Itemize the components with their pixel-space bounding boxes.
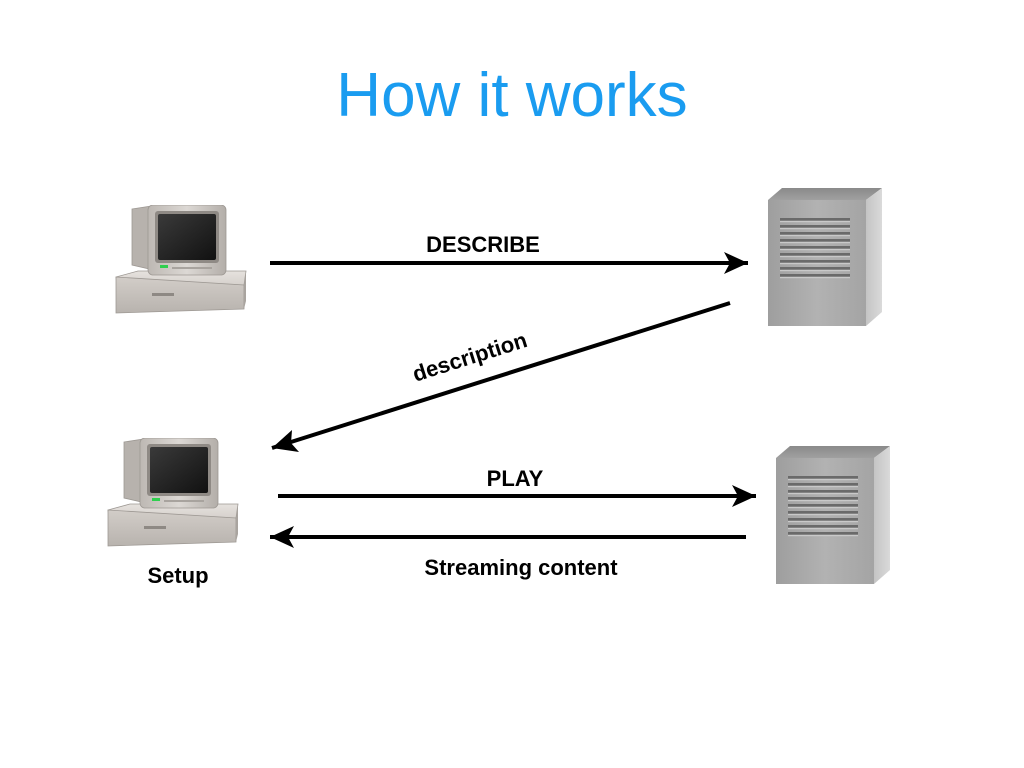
server-tower-icon: [776, 446, 890, 584]
edge-label-description: description: [409, 327, 530, 387]
slide-title: How it works: [336, 61, 688, 130]
edge-label-play: PLAY: [487, 466, 544, 491]
edge-play: PLAY: [278, 466, 756, 507]
edge-describe: DESCRIBE: [270, 232, 748, 274]
edge-label-describe: DESCRIBE: [426, 232, 540, 257]
edge-streaming-content: Streaming content: [270, 526, 746, 580]
edge-description: description: [271, 301, 731, 452]
edge-label-streaming-content: Streaming content: [424, 555, 618, 580]
server-tower-icon: [768, 188, 882, 326]
node-label-setup: Setup: [147, 563, 208, 588]
desktop-computer-icon: [107, 438, 239, 547]
desktop-computer-icon: [115, 205, 247, 314]
